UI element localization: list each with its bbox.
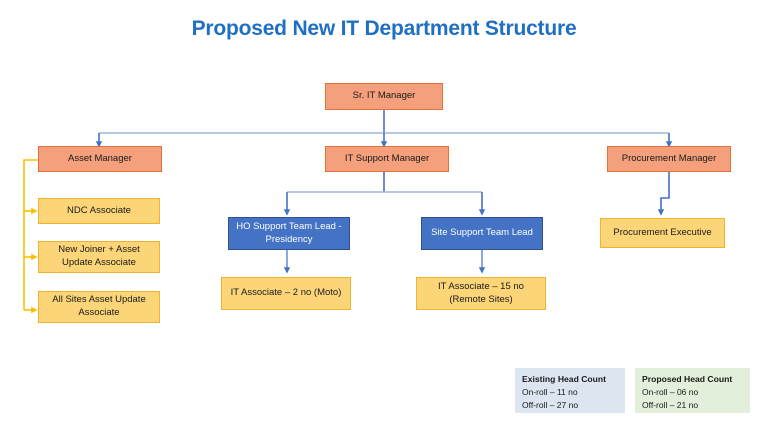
node-site-support-team-lead[interactable]: Site Support Team Lead [421,217,543,250]
legend-existing-off-roll: Off-roll – 27 no [522,399,579,410]
node-procurement-executive[interactable]: Procurement Executive [600,218,725,248]
legend-proposed-off-roll: Off-roll – 21 no [642,399,699,410]
legend-existing-head-count: Existing Head Count On-roll – 11 no Off-… [515,368,625,413]
legend-proposed-head-count: Proposed Head Count On-roll – 06 no Off-… [635,368,750,413]
legend-existing-on-roll: On-roll – 11 no [522,387,578,398]
node-it-support-manager[interactable]: IT Support Manager [325,146,449,172]
node-it-associate-remote[interactable]: IT Associate – 15 no (Remote Sites) [416,277,546,310]
node-it-associate-moto[interactable]: IT Associate – 2 no (Moto) [221,277,351,310]
page-title: Proposed New IT Department Structure [191,17,577,40]
node-sr-it-manager[interactable]: Sr. IT Manager [325,83,443,110]
node-asset-manager[interactable]: Asset Manager [38,146,162,172]
legend-existing-heading: Existing Head Count [522,374,607,384]
node-new-joiner-associate[interactable]: New Joiner + Asset Update Associate [38,241,160,273]
node-procurement-manager[interactable]: Procurement Manager [607,146,731,172]
node-ho-support-team-lead[interactable]: HO Support Team Lead - Presidency [228,217,350,250]
legend-proposed-on-roll: On-roll – 06 no [642,387,699,398]
node-all-sites-associate[interactable]: All Sites Asset Update Associate [38,291,160,323]
legend-proposed-heading: Proposed Head Count [642,374,733,384]
node-ndc-associate[interactable]: NDC Associate [38,198,160,224]
